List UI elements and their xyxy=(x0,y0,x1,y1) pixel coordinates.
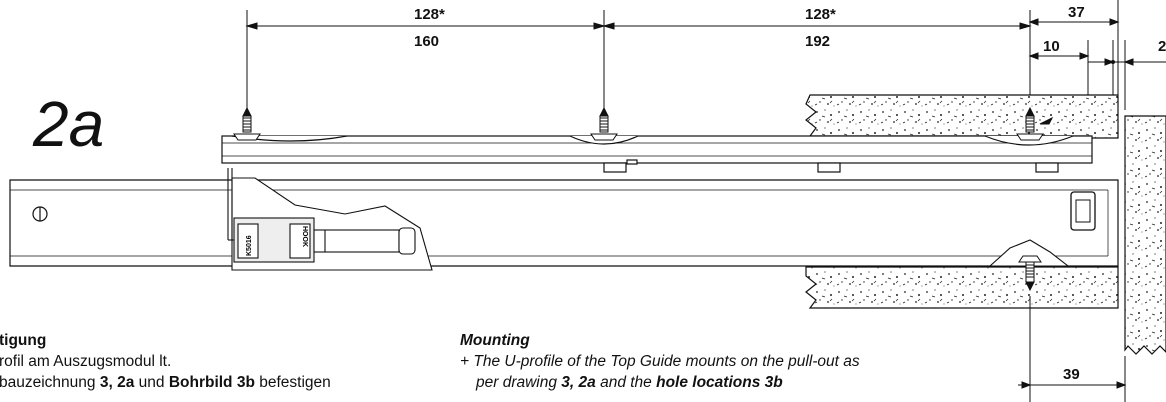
cabinet-side-panel xyxy=(1124,115,1166,355)
dimension-37 xyxy=(1028,0,1120,96)
dimension-span-2-top: 128* xyxy=(805,6,836,23)
dimension-span-1-top: 128* xyxy=(414,6,445,23)
latch-marking-left: K5016 xyxy=(246,235,253,256)
mounting-text-german: tigung rofil am Auszugsmodul lt. bauzeic… xyxy=(0,330,331,393)
dimension-span-1 xyxy=(245,10,606,116)
latch-marking-right: HOOK xyxy=(301,226,308,247)
mounting-hole-icon xyxy=(32,206,48,222)
mounting-line-2-english: per drawing 3, 2a and the hole locations… xyxy=(476,374,783,391)
screw-icon-2 xyxy=(590,106,618,141)
dimension-37-label: 37 xyxy=(1068,4,1085,21)
top-guide-profile xyxy=(221,135,1093,173)
mounting-line-1-german: rofil am Auszugsmodul lt. xyxy=(0,353,172,370)
mounting-line-2-german: bauzeichnung 3, 2a und Bohrbild 3b befes… xyxy=(0,374,331,391)
pullout-body xyxy=(9,179,1119,267)
mounting-heading-german: tigung xyxy=(0,332,47,349)
dimension-span-2 xyxy=(602,10,1032,116)
dimension-span-2-bottom: 192 xyxy=(805,33,830,50)
dimension-39-label: 39 xyxy=(1063,366,1080,383)
dimension-10-label: 10 xyxy=(1043,38,1060,55)
mounting-line-1-english: + The U-profile of the Top Guide mounts … xyxy=(460,353,860,370)
latch-component xyxy=(227,168,416,263)
cabinet-top-panel xyxy=(805,94,1119,139)
mounting-heading-english: Mounting xyxy=(460,332,530,349)
dimension-2-label: 2 xyxy=(1158,38,1166,55)
figure-label: 2a xyxy=(32,88,104,160)
cabinet-bottom-panel xyxy=(805,266,1119,309)
dimension-39 xyxy=(1018,296,1127,402)
dimension-span-1-bottom: 160 xyxy=(414,33,439,50)
screw-icon-3 xyxy=(1016,106,1054,141)
screw-icon-1 xyxy=(233,106,261,141)
dimension-10 xyxy=(1028,40,1090,96)
screw-icon-4 xyxy=(1018,255,1042,292)
mounting-text-english: Mounting + The U-profile of the Top Guid… xyxy=(460,330,860,393)
bottom-bracket xyxy=(988,239,1070,267)
